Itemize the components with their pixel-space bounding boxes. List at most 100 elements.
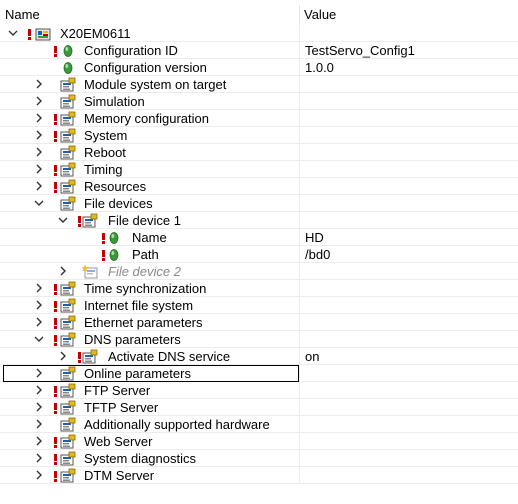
- folder-icon: [60, 332, 76, 348]
- warning-icon: [54, 454, 57, 465]
- column-separator: [299, 42, 300, 59]
- chevron-right-icon[interactable]: [33, 180, 45, 192]
- folder-icon: [60, 77, 76, 93]
- tree-row[interactable]: Time synchronization: [0, 280, 518, 297]
- parameter-icon: [106, 247, 122, 263]
- warning-icon: [54, 318, 57, 329]
- column-separator: [299, 161, 300, 178]
- warning-icon: [28, 29, 31, 40]
- tree-row[interactable]: File devices: [0, 195, 518, 212]
- folder-icon: [60, 128, 76, 144]
- folder-icon: [60, 94, 76, 110]
- chevron-right-icon[interactable]: [33, 367, 45, 379]
- tree-row-value[interactable]: HD: [305, 230, 324, 245]
- column-separator: [299, 178, 300, 195]
- tree-row[interactable]: Module system on target: [0, 76, 518, 93]
- chevron-right-icon[interactable]: [33, 146, 45, 158]
- tree-row-value[interactable]: on: [305, 349, 320, 364]
- tree-row[interactable]: Internet file system: [0, 297, 518, 314]
- tree-row[interactable]: File device 2: [0, 263, 518, 280]
- column-separator: [299, 314, 300, 331]
- column-separator: [299, 229, 300, 246]
- folder-new-icon: [82, 264, 98, 280]
- chevron-down-icon[interactable]: [7, 27, 19, 39]
- chevron-right-icon[interactable]: [33, 282, 45, 294]
- chevron-right-icon[interactable]: [57, 350, 69, 362]
- chevron-right-icon[interactable]: [33, 435, 45, 447]
- tree-row[interactable]: File device 1: [0, 212, 518, 229]
- column-header-value[interactable]: Value: [304, 7, 337, 22]
- column-header-name[interactable]: Name: [5, 7, 40, 22]
- tree-row[interactable]: Reboot: [0, 144, 518, 161]
- chevron-right-icon[interactable]: [33, 316, 45, 328]
- chevron-right-icon[interactable]: [33, 112, 45, 124]
- tree-row-label: DNS parameters: [84, 332, 181, 347]
- tree-row-label: DTM Server: [84, 468, 155, 483]
- tree-row[interactable]: Configuration version 1.0.0: [0, 59, 518, 76]
- folder-icon: [60, 162, 76, 178]
- tree-row-label: Configuration version: [84, 60, 207, 75]
- tree-row-value[interactable]: TestServo_Config1: [305, 43, 415, 58]
- tree-row[interactable]: System diagnostics: [0, 450, 518, 467]
- chevron-right-icon[interactable]: [33, 95, 45, 107]
- folder-icon: [82, 349, 98, 365]
- tree-row[interactable]: Web Server: [0, 433, 518, 450]
- tree-row-value[interactable]: 1.0.0: [305, 60, 334, 75]
- column-separator: [299, 382, 300, 399]
- column-separator: [299, 297, 300, 314]
- chevron-right-icon[interactable]: [33, 129, 45, 141]
- folder-icon: [60, 366, 76, 382]
- folder-icon: [60, 383, 76, 399]
- tree-row[interactable]: Resources: [0, 178, 518, 195]
- warning-icon: [54, 182, 57, 193]
- warning-icon: [54, 437, 57, 448]
- folder-icon: [60, 145, 76, 161]
- tree-row[interactable]: DNS parameters: [0, 331, 518, 348]
- column-separator: [299, 110, 300, 127]
- tree-row[interactable]: Path/bd0: [0, 246, 518, 263]
- folder-icon: [60, 434, 76, 450]
- tree-row-label: Reboot: [84, 145, 126, 160]
- tree-row-label: Simulation: [84, 94, 145, 109]
- tree-row[interactable]: System: [0, 127, 518, 144]
- chevron-right-icon[interactable]: [33, 469, 45, 481]
- tree-row[interactable]: Additionally supported hardware: [0, 416, 518, 433]
- tree-row[interactable]: X20EM0611: [0, 25, 518, 42]
- chevron-right-icon[interactable]: [33, 78, 45, 90]
- tree-row[interactable]: Simulation: [0, 93, 518, 110]
- folder-icon: [60, 417, 76, 433]
- column-separator: [299, 25, 300, 42]
- warning-icon: [54, 403, 57, 414]
- tree-row[interactable]: Online parameters: [0, 365, 518, 382]
- chevron-right-icon[interactable]: [33, 299, 45, 311]
- tree-row-label: System diagnostics: [84, 451, 196, 466]
- warning-icon: [78, 216, 81, 227]
- tree-row-label: Online parameters: [84, 366, 191, 381]
- tree-row-label: File device 1: [108, 213, 181, 228]
- tree-row-label: File device 2: [108, 264, 181, 279]
- chevron-right-icon[interactable]: [33, 418, 45, 430]
- chevron-right-icon[interactable]: [33, 452, 45, 464]
- chevron-down-icon[interactable]: [57, 214, 69, 226]
- column-separator: [299, 467, 300, 484]
- tree-row[interactable]: Memory configuration: [0, 110, 518, 127]
- tree-row[interactable]: Ethernet parameters: [0, 314, 518, 331]
- column-separator: [299, 59, 300, 76]
- tree-row-value[interactable]: /bd0: [305, 247, 331, 262]
- tree-row[interactable]: TFTP Server: [0, 399, 518, 416]
- chevron-down-icon[interactable]: [33, 197, 45, 209]
- warning-icon: [54, 335, 57, 346]
- tree-row[interactable]: FTP Server: [0, 382, 518, 399]
- tree-row[interactable]: DTM Server: [0, 467, 518, 484]
- column-separator[interactable]: [299, 5, 300, 27]
- chevron-right-icon[interactable]: [57, 265, 69, 277]
- chevron-right-icon[interactable]: [33, 163, 45, 175]
- chevron-right-icon[interactable]: [33, 384, 45, 396]
- tree-row[interactable]: Timing: [0, 161, 518, 178]
- chevron-down-icon[interactable]: [33, 333, 45, 345]
- chevron-right-icon[interactable]: [33, 401, 45, 413]
